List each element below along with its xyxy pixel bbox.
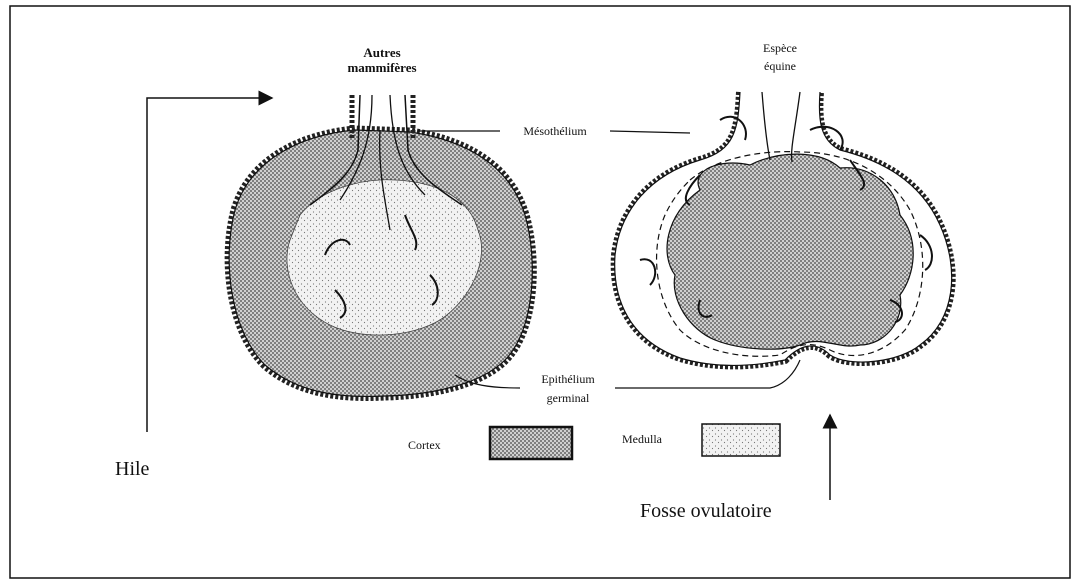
right-title-line1: Espèce [763,41,797,55]
mesothelium-label: Mésothélium [523,124,587,138]
hile-label: Hile [115,458,150,480]
legend: Cortex Medulla [408,424,780,459]
legend-cortex-swatch [490,427,572,459]
legend-cortex-label: Cortex [408,438,441,452]
fosse-label: Fosse ovulatoire [640,500,772,522]
right-cortex [667,154,913,349]
mesothelium-leader-right [610,131,690,133]
left-title-line1: Autres [363,45,400,60]
legend-medulla-swatch [702,424,780,456]
left-ovary [229,95,532,396]
right-title-line2: équine [764,59,796,73]
epithelium-label-line2: germinal [547,391,590,405]
epithelium-label-line1: Epithélium [541,372,595,386]
right-ovary [615,92,952,365]
legend-medulla-label: Medulla [622,432,663,446]
left-title-line2: mammifères [347,60,416,75]
